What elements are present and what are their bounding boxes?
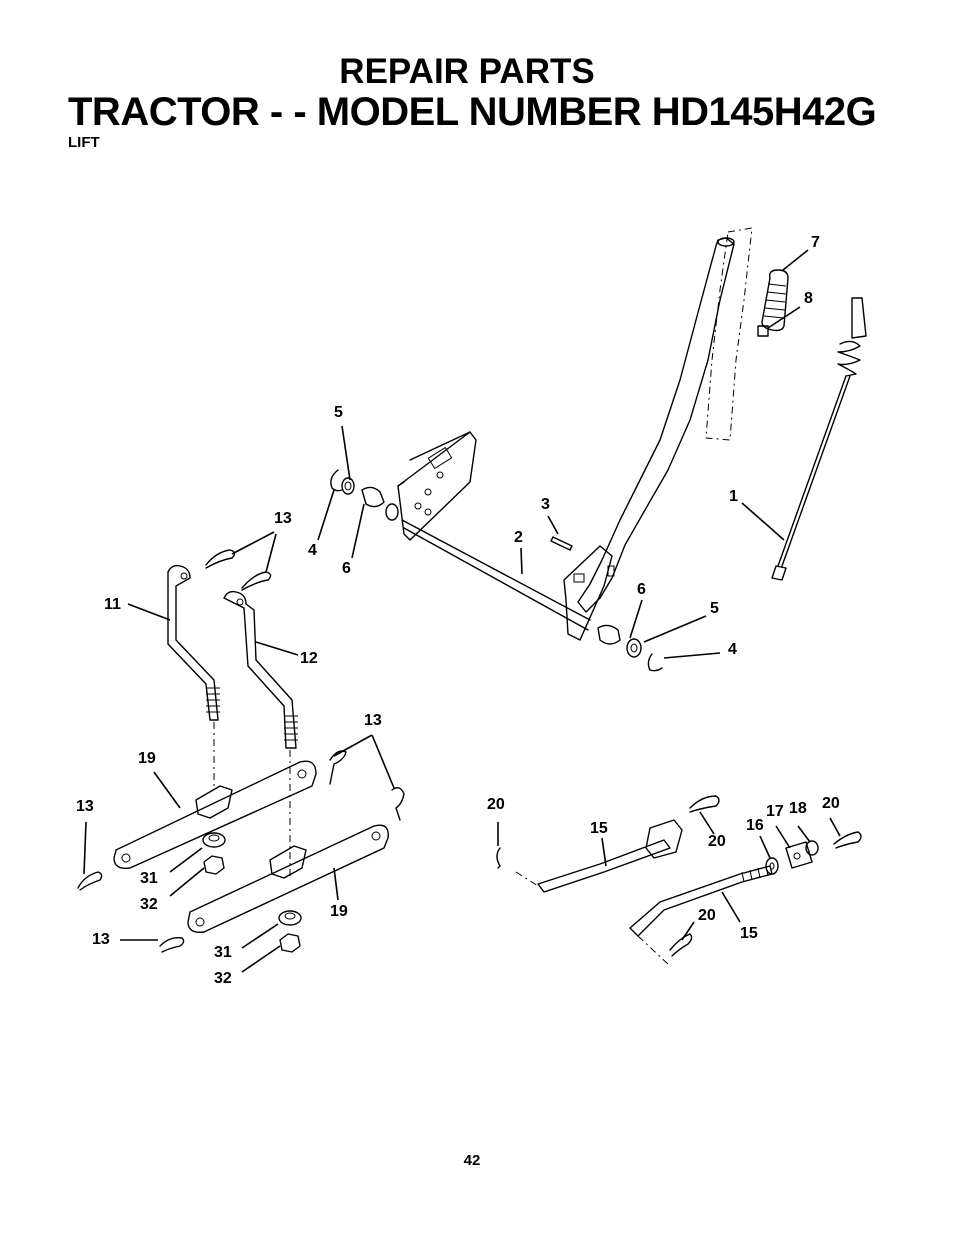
callout-1: 1 [729,488,738,505]
callout-20-bottom: 20 [698,907,716,924]
callout-20-mid: 20 [708,833,726,850]
callout-13-mid: 13 [364,712,382,729]
callout-5-left: 5 [334,404,343,421]
callout-13-top: 13 [274,510,292,527]
callout-2: 2 [514,529,523,546]
hairpin-clip-arm-left [77,871,103,891]
left-clip [330,469,343,492]
callout-17: 17 [766,803,784,820]
leader-lines [83,249,841,973]
knob-nut [757,325,769,337]
hairpin-clip-rod-left [496,847,501,869]
callout-5-right: 5 [710,600,719,617]
callout-6-right: 6 [637,581,646,598]
section-label: LIFT [68,134,100,151]
arm-nut-upper [203,855,225,875]
right-bushing [597,624,621,645]
hairpin-clip-arm-mid-top [329,750,347,785]
page-title-main: TRACTOR - - MODEL NUMBER HD145H42G [68,90,877,134]
rod-washer [765,857,779,875]
left-washer [341,477,355,495]
release-rod [771,297,867,581]
callout-15-upper: 15 [590,820,608,837]
callout-4-left: 4 [308,542,317,559]
callout-18: 18 [789,800,807,817]
callout-12: 12 [300,650,318,667]
callout-19-upper: 19 [138,750,156,767]
callout-32-lower: 32 [214,970,232,987]
hairpin-clip-arm-bottom [159,936,185,953]
hairpin-clip-rod-top [689,795,720,813]
callout-16: 16 [746,817,764,834]
lift-knob [761,269,789,332]
cross-shaft [385,503,591,631]
callout-7: 7 [811,234,820,251]
callout-19-lower: 19 [330,903,348,920]
lift-arm-lower [187,824,389,933]
mounting-plate [397,431,477,541]
handle-bracket [563,545,615,641]
lift-link-left [167,564,220,790]
grip-outline-dashed [705,227,753,441]
callout-32-upper: 32 [140,896,158,913]
arm-nut-lower [279,933,301,953]
trunnion-nut [805,840,819,856]
lift-handle [577,237,735,613]
page-number: 42 [463,1152,481,1169]
right-clip [647,653,663,672]
callout-15-lower: 15 [740,925,758,942]
right-washer [626,638,642,658]
callout-20-right: 20 [822,795,840,812]
callout-13-left: 13 [76,798,94,815]
hairpin-clip-upper-left [205,549,236,569]
hairpin-clip-upper-right [241,571,272,591]
page-title-top: REPAIR PARTS [339,52,595,91]
callout-3: 3 [541,496,550,513]
callout-31-lower: 31 [214,944,232,961]
callout-6-left: 6 [342,560,351,577]
callout-4-right: 4 [728,641,737,658]
callout-13-bottom: 13 [92,931,110,948]
trunnion [785,841,813,869]
hairpin-clip-arm-right [391,787,405,821]
callout-20-left: 20 [487,796,505,813]
arm-bushing-upper [202,832,226,848]
hairpin-clip-rod-right [833,831,862,849]
roll-pin [550,536,573,551]
callout-labels: 7 8 1 5 4 6 3 2 6 5 4 13 11 12 13 19 13 … [76,234,840,987]
arm-bushing-lower [278,910,302,926]
callout-11: 11 [104,596,121,613]
callout-31-upper: 31 [140,870,158,887]
hairpin-clip-rod-bottom [669,933,693,957]
callout-8: 8 [804,290,813,307]
lift-link-right [223,590,298,880]
lift-arm-upper [113,760,317,869]
adjust-rod-upper [515,819,683,893]
left-bushing [361,486,385,508]
